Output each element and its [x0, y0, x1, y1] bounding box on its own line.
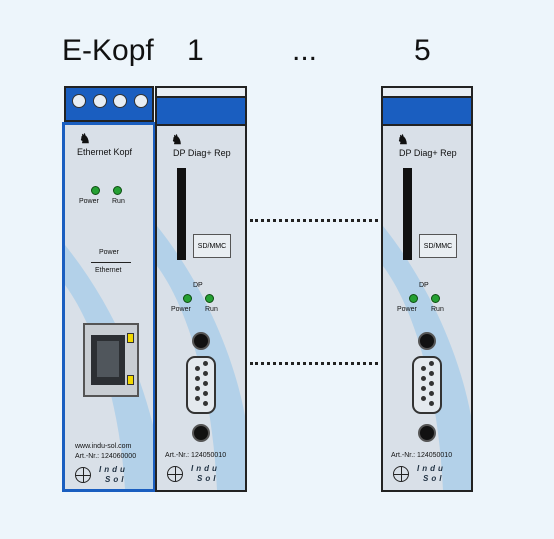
- article-number: Art.-Nr.: 124060000: [75, 453, 137, 460]
- power-led: [183, 294, 192, 303]
- power-led-label: Power: [397, 306, 417, 313]
- logo-text-top: Indu: [99, 465, 128, 474]
- head-module-body: ♞ Ethernet Kopf Power Run Power Ethernet…: [62, 122, 156, 492]
- divider-top-label: Power: [99, 249, 119, 256]
- repeater-module-5: ♞ DP Diag+ Rep SD/MMC DP Power Run Art.-…: [381, 86, 473, 492]
- repeater-module-1: ♞ DP Diag+ Rep SD/MMC DP Power Run Art.-…: [155, 86, 247, 492]
- port-led-icon: [127, 333, 134, 343]
- repeater-module-body: ♞ DP Diag+ Rep SD/MMC DP Power Run Art.-…: [155, 124, 247, 492]
- power-led-label: Power: [79, 198, 99, 205]
- card-slot: [177, 168, 186, 260]
- ethernet-head-module: ♞ Ethernet Kopf Power Run Power Ethernet…: [62, 86, 156, 492]
- power-led: [91, 186, 100, 195]
- card-slot: [403, 168, 412, 260]
- logo-text-bottom: Sol: [105, 475, 127, 484]
- screw-icon: [418, 424, 436, 442]
- crosshair-logo-icon: [167, 466, 183, 482]
- screw-icon: [418, 332, 436, 350]
- logo-text-top: Indu: [417, 464, 446, 473]
- module-title: Ethernet Kopf: [77, 147, 133, 157]
- article-number: Art.-Nr.: 124050010: [165, 452, 227, 459]
- label-ellipsis: ...: [292, 34, 318, 67]
- rj45-port: [83, 323, 139, 397]
- label-module-1: 1: [187, 34, 204, 67]
- crosshair-logo-icon: [393, 466, 409, 482]
- connector-line-lower: [250, 362, 378, 365]
- screw-icon: [192, 332, 210, 350]
- screw-icon: [133, 94, 148, 108]
- screw-icon: [192, 424, 210, 442]
- dp-label: DP: [419, 282, 429, 289]
- indu-sol-logo-icon: ♞: [171, 132, 183, 147]
- module-title: DP Diag+ Rep: [173, 148, 231, 158]
- divider-bottom-label: Ethernet: [95, 267, 122, 274]
- power-led: [409, 294, 418, 303]
- logo-text-bottom: Sol: [197, 474, 219, 483]
- indu-sol-logo-icon: ♞: [79, 131, 91, 146]
- website-label: www.indu-sol.com: [75, 443, 132, 450]
- connector-line-upper: [250, 219, 378, 222]
- run-led-label: Run: [205, 306, 218, 313]
- dp-label: DP: [193, 282, 203, 289]
- run-led: [113, 186, 122, 195]
- logo-text-top: Indu: [191, 464, 220, 473]
- module-top-cap: [381, 86, 473, 126]
- article-number: Art.-Nr.: 124050010: [391, 452, 453, 459]
- module-title: DP Diag+ Rep: [399, 148, 457, 158]
- module-top-cap: [155, 86, 247, 126]
- dsub-connector: [412, 356, 442, 414]
- dsub-connector: [186, 356, 216, 414]
- run-led: [205, 294, 214, 303]
- label-ekopf: E-Kopf: [62, 34, 154, 67]
- indu-sol-logo-icon: ♞: [397, 132, 409, 147]
- panel-swoosh: [65, 245, 153, 489]
- sd-mmc-slot: SD/MMC: [193, 234, 231, 258]
- run-led-label: Run: [431, 306, 444, 313]
- screw-icon: [92, 94, 107, 108]
- run-led: [431, 294, 440, 303]
- repeater-module-body: ♞ DP Diag+ Rep SD/MMC DP Power Run Art.-…: [381, 124, 473, 492]
- power-led-label: Power: [171, 306, 191, 313]
- screw-icon: [113, 94, 128, 108]
- logo-text-bottom: Sol: [423, 474, 445, 483]
- run-led-label: Run: [112, 198, 125, 205]
- crosshair-logo-icon: [75, 467, 91, 483]
- terminal-block: [64, 86, 154, 122]
- label-module-5: 5: [414, 34, 431, 67]
- sd-mmc-slot: SD/MMC: [419, 234, 457, 258]
- divider-line: [91, 262, 131, 263]
- port-led-icon: [127, 375, 134, 385]
- screw-icon: [72, 94, 86, 108]
